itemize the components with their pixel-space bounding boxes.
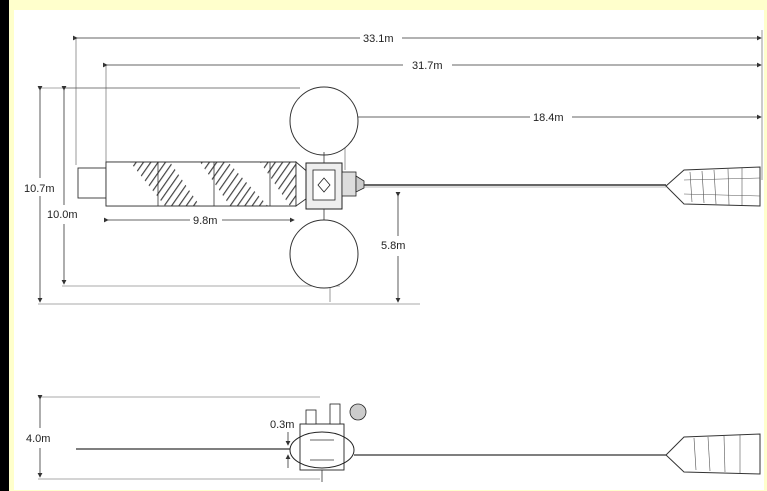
spacecraft-bus bbox=[305, 152, 365, 220]
upper-reflector bbox=[289, 86, 359, 156]
paper-background bbox=[14, 10, 764, 490]
height-total-label: 10.7m bbox=[24, 183, 55, 195]
boom-end-antenna bbox=[665, 166, 761, 207]
dimension-lower-height: 5.8m bbox=[329, 192, 405, 303]
height-inner-label: 10.0m bbox=[47, 209, 78, 221]
boom-span-label: 31.7m bbox=[412, 60, 443, 72]
side-boom-end-antenna bbox=[665, 433, 761, 475]
dimension-side-height: 4.0m bbox=[26, 395, 320, 480]
lower-height-label: 5.8m bbox=[381, 240, 405, 252]
overall-length-label: 33.1m bbox=[363, 33, 394, 45]
solar-panel-array bbox=[77, 161, 311, 207]
side-gap-label: 0.3m bbox=[270, 419, 294, 431]
dimension-heights: 10.7m 10.0m bbox=[24, 86, 420, 305]
side-bus bbox=[289, 403, 367, 482]
panel-length-label: 9.8m bbox=[193, 215, 217, 227]
dimension-panel-length: 9.8m bbox=[104, 215, 295, 227]
dimension-side-gap: 0.3m bbox=[270, 419, 294, 468]
dimension-overall-length: 33.1m bbox=[73, 30, 763, 180]
boom-length-label: 18.4m bbox=[533, 112, 564, 124]
lower-reflector bbox=[289, 219, 359, 289]
dimension-boom-span: 31.7m bbox=[103, 60, 762, 165]
top-view: 33.1m 31.7m 18.4m 10.7m 10.0m bbox=[24, 30, 763, 305]
side-view: 4.0m 0.3m bbox=[26, 395, 761, 482]
side-height-label: 4.0m bbox=[26, 433, 50, 445]
